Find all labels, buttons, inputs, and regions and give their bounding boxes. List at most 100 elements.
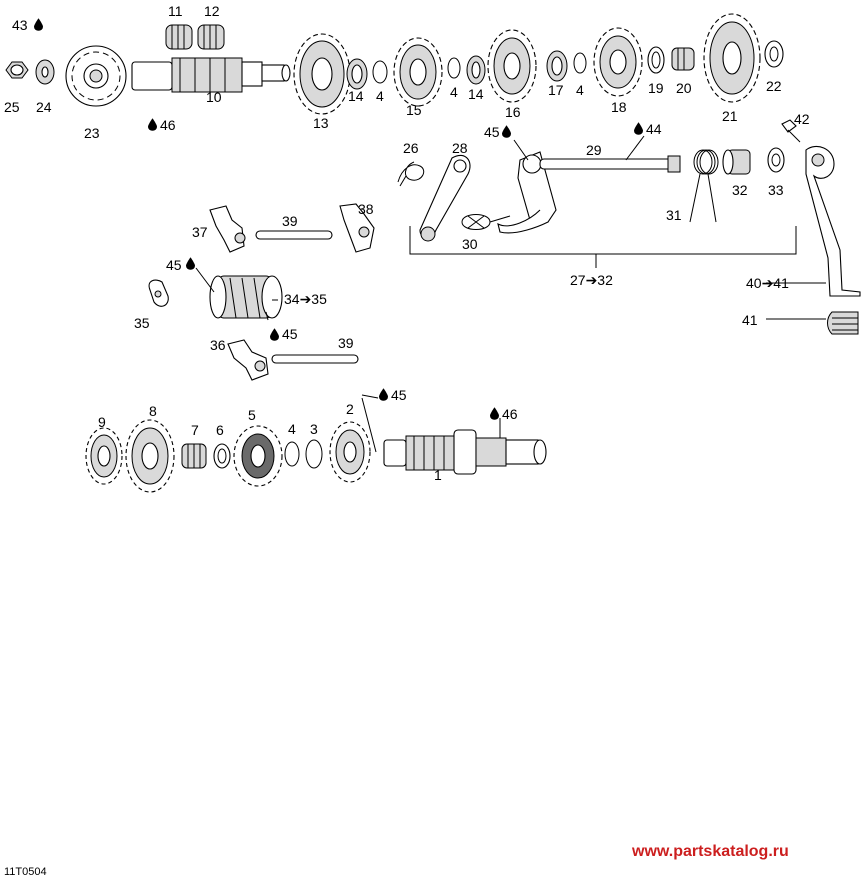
kit-34-35: 34➔35	[284, 291, 327, 307]
part-28-lever	[419, 154, 471, 242]
kit-27-32: 27➔32	[570, 272, 613, 288]
lubricant-drop-icon	[634, 122, 643, 135]
callout-14: 14	[468, 86, 484, 102]
callout-30: 30	[462, 236, 478, 252]
part-23-sprocket	[65, 45, 127, 107]
part-18-gear	[593, 27, 643, 97]
callout-46: 46	[160, 117, 176, 133]
part-37-fork	[209, 205, 246, 253]
part-41-rubber	[827, 311, 859, 335]
part-7-bearing	[181, 443, 207, 469]
part-39-rod	[271, 354, 359, 364]
callout-33: 33	[768, 182, 784, 198]
callout-4: 4	[376, 88, 384, 104]
part-30-spring	[461, 214, 511, 230]
callout-38: 38	[358, 201, 374, 217]
part-3-circlip	[305, 439, 323, 469]
callout-37: 37	[192, 224, 208, 240]
callout-4: 4	[288, 421, 296, 437]
callout-4: 4	[450, 84, 458, 100]
part-34-drum	[209, 275, 283, 319]
callout-21: 21	[722, 108, 738, 124]
part-9-gear	[85, 427, 123, 485]
callout-43: 43	[12, 17, 28, 33]
callout-20: 20	[676, 80, 692, 96]
callout-15: 15	[406, 102, 422, 118]
part-1-input-shaft	[383, 429, 547, 475]
part-38-fork	[339, 203, 375, 253]
callout-29: 29	[586, 142, 602, 158]
part-35-plate	[148, 279, 169, 307]
part-25-nut	[5, 61, 29, 79]
callout-24: 24	[36, 99, 52, 115]
kit-27-32-bracket	[409, 226, 797, 268]
part-15-gear	[393, 37, 443, 107]
callout-16: 16	[505, 104, 521, 120]
callout-28: 28	[452, 140, 468, 156]
part-20-bearing	[671, 47, 695, 71]
lubricant-drop-icon	[270, 328, 279, 341]
lubricant-drop-icon	[502, 125, 511, 138]
callout-2: 2	[346, 401, 354, 417]
part-8-gear	[125, 419, 175, 493]
callout-36: 36	[210, 337, 226, 353]
watermark-link[interactable]: www.partskatalog.ru	[632, 843, 789, 860]
callout-10: 10	[206, 89, 222, 105]
kit-40-41: 40➔41	[746, 275, 789, 291]
callout-19: 19	[648, 80, 664, 96]
callout-labels: 43 25 24 23 46 10 11 12 13 14 4 15 4 14 …	[4, 3, 810, 483]
callout-17: 17	[548, 82, 564, 98]
part-29-shift-shaft	[497, 151, 681, 234]
callout-6: 6	[216, 422, 224, 438]
callout-39: 39	[282, 213, 298, 229]
lubricant-drop-icon	[379, 388, 388, 401]
part-21-gear	[703, 13, 761, 103]
part-6-washer	[213, 443, 231, 469]
drawing-code: 11T0504	[4, 866, 47, 878]
part-12-bearing	[197, 24, 225, 50]
callout-7: 7	[191, 422, 199, 438]
part-2-gear	[329, 421, 371, 483]
callout-44: 44	[646, 121, 662, 137]
lubricant-drop-icon	[186, 257, 195, 270]
callout-41: 41	[742, 312, 758, 328]
part-19-ring	[647, 46, 665, 74]
part-17-ring	[546, 50, 568, 82]
part-24-washer	[35, 59, 55, 85]
part-10-shaft	[131, 57, 291, 93]
part-14-ring	[466, 55, 486, 85]
callout-5: 5	[248, 407, 256, 423]
callout-22: 22	[766, 78, 782, 94]
callout-35: 35	[134, 315, 150, 331]
part-4-circlip	[372, 60, 388, 84]
part-5-gear	[233, 425, 283, 487]
part-13-gear	[293, 33, 351, 115]
callout-25: 25	[4, 99, 20, 115]
callout-26: 26	[403, 140, 419, 156]
part-4-circlip	[573, 52, 587, 74]
lubricant-drop-icon	[148, 118, 157, 131]
part-26-spring	[397, 161, 425, 187]
callout-9: 9	[98, 414, 106, 430]
callout-32: 32	[732, 182, 748, 198]
part-39-rod	[255, 230, 333, 240]
callout-45: 45	[282, 326, 298, 342]
part-42-bolt	[781, 119, 801, 143]
part-32-bushing	[722, 149, 751, 175]
callout-46: 46	[502, 406, 518, 422]
part-22-washer	[764, 40, 784, 68]
callout-4: 4	[576, 82, 584, 98]
callout-45: 45	[166, 257, 182, 273]
part-16-gear	[487, 29, 537, 103]
callout-11: 11	[168, 3, 183, 19]
callout-23: 23	[84, 125, 100, 141]
part-31-spring	[689, 149, 719, 223]
callout-42: 42	[794, 111, 810, 127]
part-11-bearing	[165, 24, 193, 50]
callout-45: 45	[484, 124, 500, 140]
callout-1: 1	[434, 467, 442, 483]
callout-14: 14	[348, 88, 364, 104]
callout-18: 18	[611, 99, 627, 115]
part-33-washer	[767, 147, 785, 173]
part-14-ring	[346, 58, 368, 90]
